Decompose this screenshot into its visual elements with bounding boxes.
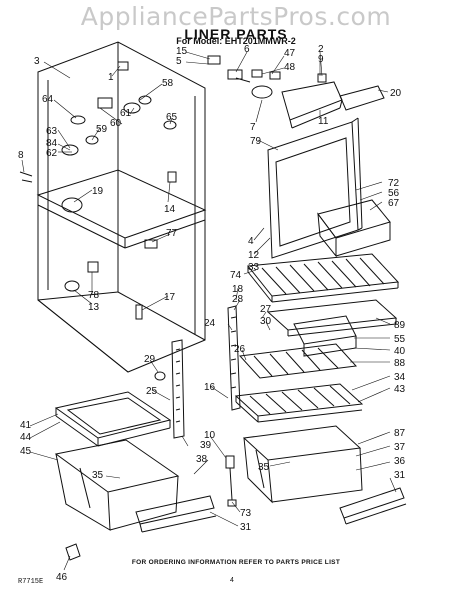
callout-label: 14: [164, 204, 176, 215]
callout-label: 88: [394, 358, 406, 369]
callout-label: 35: [92, 470, 104, 481]
callout-label: 2: [318, 44, 324, 55]
crisper-left: [54, 439, 180, 531]
callout-label: 34: [394, 372, 406, 383]
part-10: [225, 455, 235, 469]
callout-label: 35: [258, 462, 270, 473]
callout-label: 20: [390, 88, 402, 99]
document-number: R7715E: [18, 578, 44, 586]
watermark-text: AppliancePartsPros.com: [80, 2, 392, 31]
callout-label: 45: [20, 446, 32, 457]
callout-label: 37: [394, 442, 406, 453]
callout-label: 28: [232, 294, 244, 305]
callout-label: 60: [110, 118, 122, 129]
callout-label: 41: [20, 420, 32, 431]
callout-label: 18: [232, 284, 244, 295]
callout-label: 9: [318, 54, 324, 65]
callout-label: 6: [244, 44, 250, 55]
callout-label: 61: [120, 108, 132, 119]
shelf-34: [234, 383, 364, 423]
callout-label: 11: [318, 116, 329, 127]
callout-label: 3: [34, 56, 40, 67]
callout-label: 4: [248, 236, 254, 247]
callout-label: 36: [394, 456, 406, 467]
callout-label: 27: [260, 304, 272, 315]
model-line: For Model: EHT201MMWR-2: [176, 36, 296, 46]
callout-label: 74: [230, 270, 242, 281]
callout-label: 10: [204, 430, 216, 441]
callout-label: 65: [166, 112, 178, 123]
callout-label: 56: [388, 188, 400, 199]
bin-55: [293, 315, 357, 345]
callout-label: 15: [176, 46, 188, 57]
callout-label: 73: [240, 508, 252, 519]
callout-label: 16: [204, 382, 216, 393]
callout-label: 44: [20, 432, 32, 443]
callout-label: 25: [146, 386, 158, 397]
part-20: [339, 85, 385, 111]
callout-label: 72: [388, 178, 400, 189]
callout-label: 58: [162, 78, 174, 89]
callout-label: 89: [394, 320, 406, 331]
callout-label: 55: [394, 334, 406, 345]
callout-label: 59: [96, 124, 108, 135]
callout-label: 79: [250, 136, 262, 147]
evaporator-cover: [267, 117, 363, 259]
callout-label: 38: [196, 454, 208, 465]
callout-label: 40: [394, 346, 406, 357]
shelf-support-rails: [171, 305, 241, 439]
page-number: 4: [230, 577, 234, 584]
shelf-left: [54, 391, 172, 447]
callout-label: 87: [394, 428, 406, 439]
callout-label: 13: [88, 302, 100, 313]
callout-label: 5: [176, 56, 182, 67]
callout-label: 47: [284, 48, 296, 59]
page-title: LINER PARTS: [184, 26, 288, 42]
shelf-88: [238, 343, 358, 379]
callout-label: 29: [144, 354, 156, 365]
callout-label: 1: [108, 72, 114, 83]
callout-label: 46: [56, 572, 68, 583]
callout-label: 19: [92, 186, 104, 197]
callout-label: 77: [166, 228, 178, 239]
callout-label: 26: [234, 344, 246, 355]
callout-label: 84: [46, 138, 58, 149]
callout-label: 62: [46, 148, 58, 159]
shelf-74: [247, 253, 400, 303]
callout-label: 39: [200, 440, 212, 451]
part-46: [65, 543, 81, 561]
callout-label: 63: [46, 126, 58, 137]
crisper-right: [242, 425, 363, 504]
callout-label: 12: [248, 250, 260, 261]
part-29: [154, 371, 166, 381]
callout-label: 43: [394, 384, 406, 395]
callout-label: 31: [394, 470, 406, 481]
callout-label: 67: [388, 198, 400, 209]
handle-31-right: [339, 487, 405, 519]
callout-label: 48: [284, 62, 296, 73]
callout-label: 8: [18, 150, 24, 161]
callout-label: 17: [164, 292, 176, 303]
callout-label: 30: [260, 316, 272, 327]
shelf-frame-89: [266, 299, 398, 331]
callout-label: 64: [42, 94, 54, 105]
callout-label: 31: [240, 522, 252, 533]
ordering-note: FOR ORDERING INFORMATION REFER TO PARTS …: [131, 559, 341, 566]
callout-label: 24: [204, 318, 216, 329]
callout-label: 33: [248, 262, 260, 273]
handle-31-left: [135, 495, 215, 525]
liner-cabinet: [19, 41, 207, 373]
callout-label: 7: [250, 122, 256, 133]
bin-67: [317, 199, 391, 258]
callout-label: 78: [88, 290, 100, 301]
